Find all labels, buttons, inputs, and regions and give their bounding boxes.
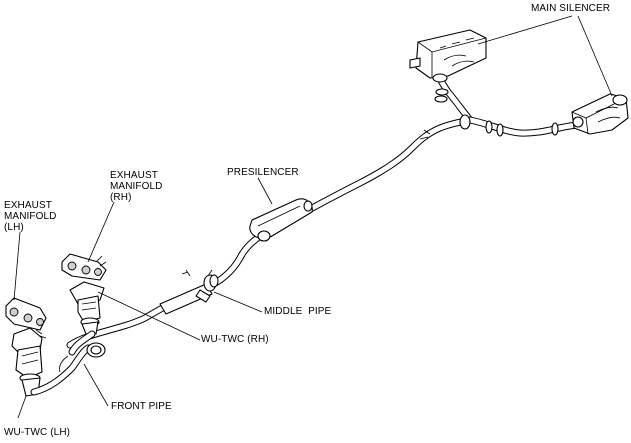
middle-pipe-parts [159,269,219,315]
presilencer [249,198,313,242]
exhaust-manifold-rh [61,253,107,335]
exhaust-manifold-rh-label: EXHAUST MANIFOLD (RH) [110,170,163,203]
main-silencer-label: MAIN SILENCER [531,3,611,14]
wu-twc-rh-label: WU-TWC (RH) [201,334,269,345]
exhaust-manifold-lh-label: EXHAUST MANIFOLD (LH) [4,200,57,233]
leader-lines [13,15,613,419]
wu-twc-lh-label: WU-TWC (LH) [4,427,71,438]
front-pipe-label: FRONT PIPE [111,401,172,412]
middle-pipe-label: MIDDLE PIPE [264,306,332,317]
front-pipe [30,330,106,396]
main-silencer-left [409,29,487,83]
rear-y-pipe [419,70,604,140]
exhaust-manifold-lh [5,297,47,397]
main-silencer-right [571,93,629,135]
presilencer-label: PRESILENCER [227,167,299,178]
